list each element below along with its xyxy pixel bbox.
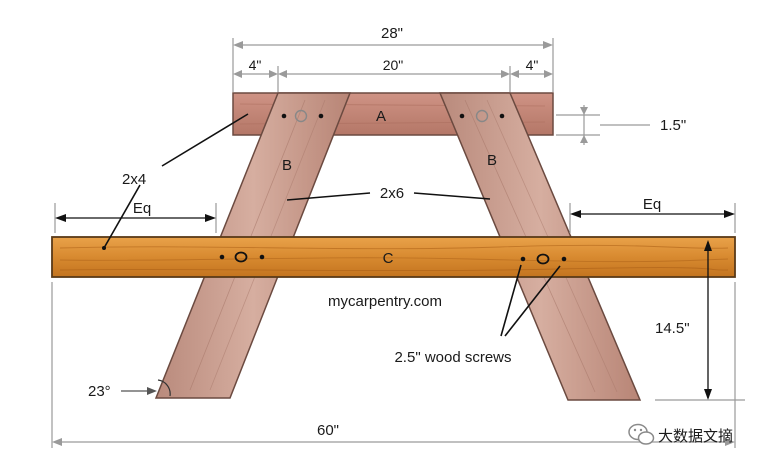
badge-text: 大数据文摘	[658, 427, 733, 445]
seat-left-bolt	[219, 251, 265, 263]
end-right-label: 4"	[526, 57, 539, 73]
top-right-bolt	[459, 109, 505, 123]
callout-2x6-label: 2x6	[380, 185, 404, 202]
part-c-label: C	[383, 250, 394, 267]
between-label: 20"	[383, 57, 404, 73]
dimension-top-thickness	[556, 105, 650, 145]
end-left-label: 4"	[249, 57, 262, 73]
leg-angle-label: 23°	[88, 383, 111, 400]
part-b-right-label: B	[487, 152, 497, 169]
dimension-equal-left	[54, 203, 217, 233]
wechat-icon	[628, 423, 655, 445]
equal-right-label: Eq	[643, 196, 661, 213]
callout-2x6-leaders	[286, 192, 491, 201]
callout-screws-leaders	[500, 264, 561, 337]
overall-width-label: 60"	[317, 422, 339, 439]
part-a-label: A	[376, 108, 386, 125]
seat-height-label: 14.5"	[655, 320, 690, 337]
dimension-equal-right	[569, 203, 736, 233]
part-b-left-label: B	[282, 157, 292, 174]
seat-support-c	[51, 236, 736, 278]
equal-left-label: Eq	[133, 200, 151, 217]
dimension-overall-width	[51, 282, 736, 448]
top-width-label: 28"	[381, 25, 403, 42]
leg-angle-marker	[121, 379, 171, 397]
callout-screws-label: 2.5" wood screws	[394, 349, 511, 366]
seat-right-bolt	[520, 253, 567, 265]
dimension-top-width	[232, 38, 554, 92]
top-left-bolt	[281, 109, 324, 123]
top-thickness-label: 1.5"	[660, 117, 686, 134]
dimension-seat-height	[655, 240, 745, 401]
watermark-text: mycarpentry.com	[328, 293, 442, 310]
callout-2x4-leaders	[102, 113, 249, 250]
wechat-badge: 大数据文摘	[628, 423, 733, 445]
dimension-top-segments	[233, 66, 553, 92]
callout-2x4-label: 2x4	[122, 171, 146, 188]
